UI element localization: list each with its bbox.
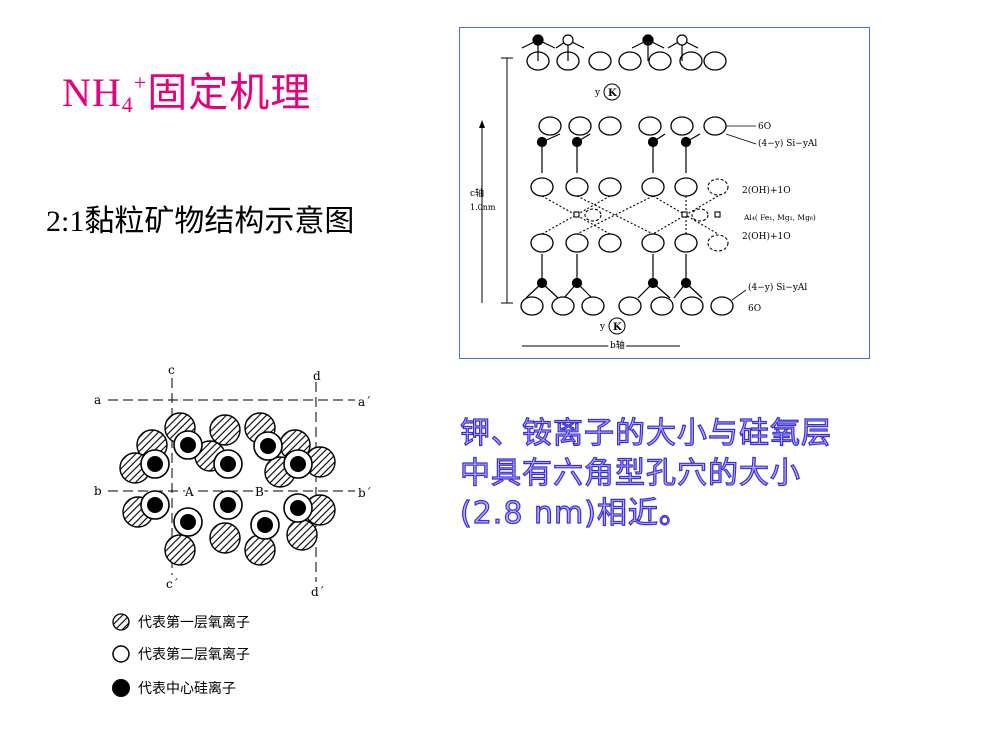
legend-second-layer: 代表第二层氧离子 — [138, 646, 250, 663]
center-label-b: B — [255, 485, 264, 499]
legend: 代表第一层氧离子 代表第二层氧离子 代表中心硅离子 — [112, 613, 250, 697]
k-ion-bottom: K — [613, 322, 622, 333]
k-ion-top: K — [608, 88, 617, 99]
label-6o-bottom: 6O — [748, 304, 761, 314]
description-line-2: 中具有六角型孔穴的大小 — [459, 455, 801, 491]
axis-b: b — [94, 484, 102, 498]
legend-open-icon — [112, 645, 130, 663]
label-6o-top: 6O — [758, 122, 771, 132]
c-axis-value: 1.0nm — [470, 203, 496, 212]
first-layer-oxygens — [119, 412, 336, 566]
upper-tetrahedral-layer — [536, 116, 727, 173]
label-al-octa: Al₄( Fe₁, Mg₁, Mg₆) — [743, 213, 816, 222]
legend-hatched-icon — [112, 613, 130, 631]
layer-structure-figure: c轴 1.0nm y K — [459, 27, 870, 359]
k-count-bottom: y — [599, 322, 606, 332]
hexagonal-structure-figure: a a´ b b´ c c´ d d´ A B 代表第一层氧离子 — [80, 360, 380, 705]
axis-c: c — [168, 363, 175, 377]
axis-b-prime: b´ — [358, 486, 372, 500]
legend-filled-icon — [112, 679, 130, 697]
axis-a: a — [94, 393, 101, 407]
b-axis-label: b轴 — [610, 339, 625, 351]
figure-subtitle: 2:1黏粒矿物结构示意图 — [46, 205, 355, 238]
lower-tetrahedral-layer — [520, 254, 734, 316]
page-title: NH4+固定机理 — [62, 70, 312, 117]
k-count-top: y — [594, 88, 601, 98]
axis-d-prime: d´ — [311, 585, 325, 599]
legend-first-layer: 代表第一层氧离子 — [138, 614, 250, 631]
center-label-a: A — [184, 485, 194, 499]
axis-c-prime: c´ — [166, 577, 179, 591]
top-silicon-row — [521, 34, 699, 61]
description-line-1: 钾、铵离子的大小与硅氧层 — [459, 415, 832, 451]
c-axis-label: c轴 — [470, 187, 484, 199]
label-si-al-bottom: (4−y) Si−yAl — [748, 282, 807, 293]
label-oh-lower: 2(OH)+1O — [742, 231, 791, 242]
description-text: 钾、铵离子的大小与硅氧层 中具有六角型孔穴的大小 (2.8 nm)相近。 — [459, 414, 880, 534]
axis-a-prime: a´ — [358, 395, 371, 409]
label-oh-upper: 2(OH)+1O — [742, 185, 791, 196]
octahedral-layer — [530, 177, 729, 253]
description-line-3: (2.8 nm)相近。 — [459, 495, 690, 531]
label-si-al-top: (4−y) Si−yAl — [758, 138, 817, 149]
hexagonal-structure-svg: a a´ b b´ c c´ d d´ A B 代表第一层氧离子 — [94, 363, 372, 697]
top-oxygen-row — [526, 51, 727, 71]
layer-structure-svg: c轴 1.0nm y K — [470, 34, 817, 353]
legend-silicon: 代表中心硅离子 — [138, 680, 236, 697]
axis-d: d — [313, 369, 321, 383]
